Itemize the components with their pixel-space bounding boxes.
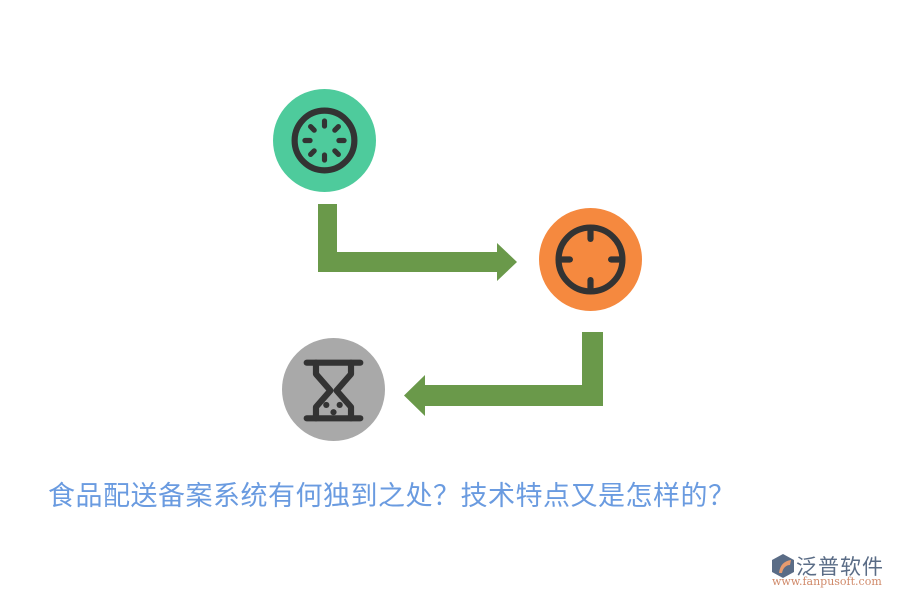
page-title: 食品配送备案系统有何独到之处？技术特点又是怎样的？	[48, 481, 736, 512]
loading-spinner-icon	[273, 89, 376, 192]
arrow-step1-to-step2	[318, 204, 517, 281]
logo-name: 泛普软件	[796, 555, 884, 579]
step-2-node	[539, 208, 642, 311]
step-1-node	[273, 89, 376, 192]
crosshair-target-icon	[539, 208, 642, 311]
fanpu-logo-icon	[772, 554, 794, 578]
step-3-node	[282, 338, 385, 441]
hourglass-icon	[282, 338, 385, 441]
logo-url: www.fanpusoft.com	[772, 575, 882, 588]
arrow-step2-to-step3	[404, 332, 603, 416]
brand-logo: 泛普软件 www.fanpusoft.com	[770, 553, 895, 593]
